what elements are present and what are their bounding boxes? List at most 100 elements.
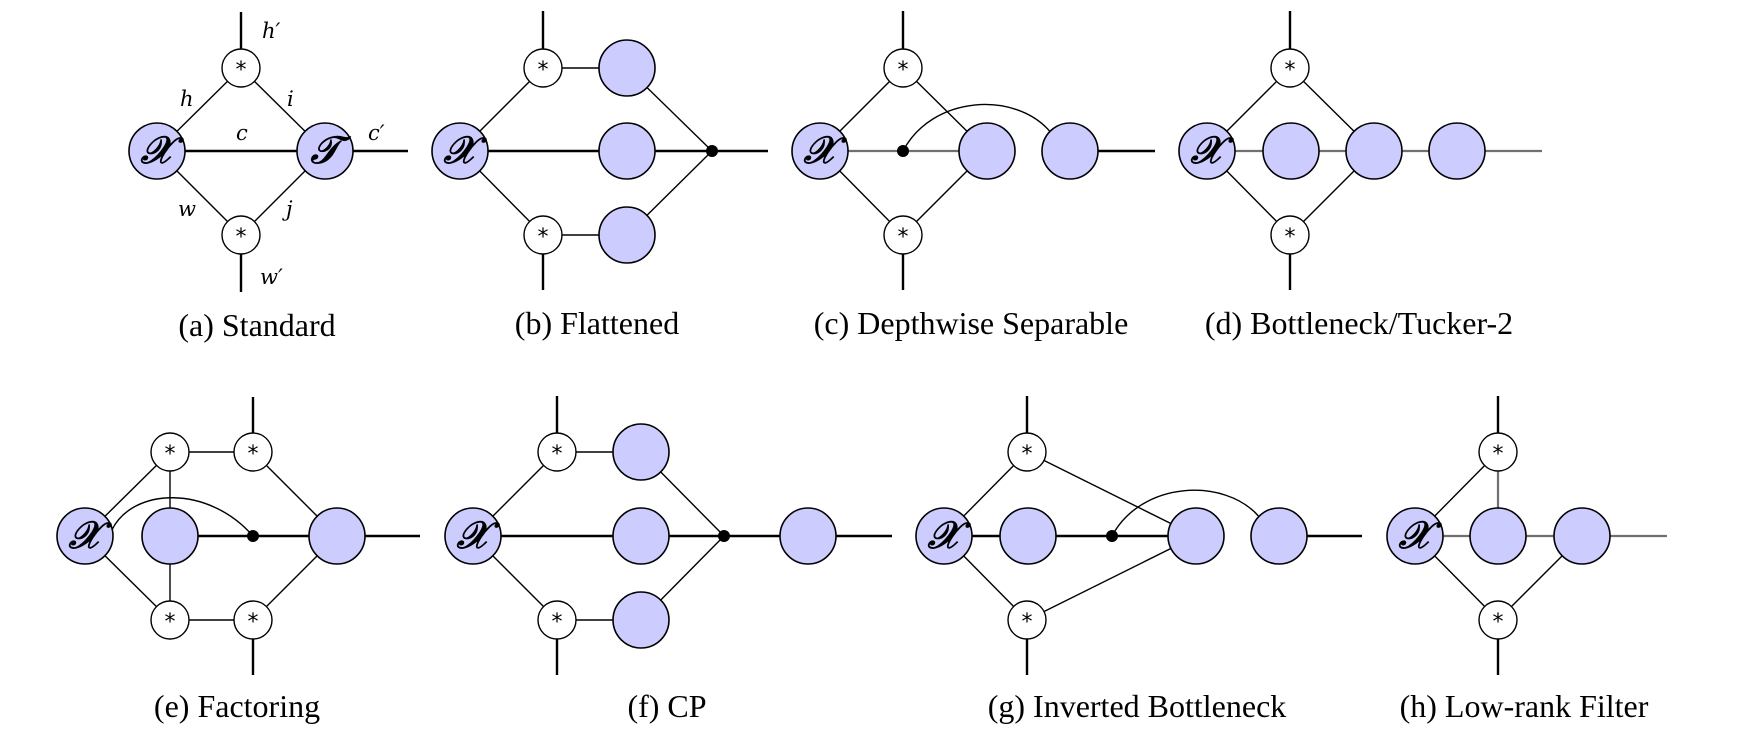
convolution-node: * — [883, 215, 923, 255]
factor-node — [1250, 507, 1308, 565]
convolution-node: * — [523, 48, 563, 88]
factor-node — [958, 122, 1016, 180]
factor-node — [612, 423, 670, 481]
factor-circle — [612, 591, 670, 649]
asterisk-icon: * — [165, 442, 176, 467]
index-label-c-prime: c′ — [368, 121, 385, 145]
factor-node — [308, 507, 366, 565]
convolution-node: * — [1270, 215, 1310, 255]
captions-layer: (a) Standard (b) Flattened (c) Depthwise… — [154, 305, 1649, 724]
hyperedge-dot — [718, 530, 730, 542]
panel-d-nodes: 𝒳 * * — [1178, 48, 1486, 255]
contraction-edge — [1026, 451, 1197, 537]
convolution-node: * — [233, 432, 273, 472]
convolution-circle — [523, 48, 563, 88]
factor-node — [598, 122, 656, 180]
asterisk-icon: * — [898, 225, 909, 250]
factor-circle — [598, 122, 656, 180]
convolution-circle — [221, 48, 261, 88]
factor-circle — [431, 122, 489, 180]
factor-node — [1428, 122, 1486, 180]
asterisk-icon: * — [236, 225, 247, 250]
convolution-circle — [1478, 600, 1518, 640]
convolution-node: * — [1270, 48, 1310, 88]
asterisk-icon: * — [552, 610, 563, 635]
factor-node — [1553, 507, 1611, 565]
asterisk-icon: * — [1022, 442, 1033, 467]
convolution-node: * — [883, 48, 923, 88]
factor-circle — [915, 507, 973, 565]
factor-circle — [1167, 507, 1225, 565]
factor-node — [1041, 122, 1099, 180]
factor-circle — [1386, 507, 1444, 565]
factor-node — [999, 507, 1057, 565]
factor-node — [141, 507, 199, 565]
asterisk-icon: * — [538, 225, 549, 250]
convolution-circle — [883, 48, 923, 88]
tensor-node-X: 𝒳 — [1178, 122, 1236, 180]
asterisk-icon: * — [248, 610, 259, 635]
asterisk-icon: * — [236, 58, 247, 83]
convolution-circle — [537, 432, 577, 472]
index-label-w-prime: w′ — [260, 265, 283, 289]
panel-f-nodes: 𝒳 * * — [444, 423, 837, 649]
asterisk-icon: * — [1022, 610, 1033, 635]
tensor-node-T: 𝒯 — [296, 122, 354, 180]
factor-node — [598, 39, 656, 97]
index-label-w: w — [178, 197, 196, 221]
caption-cp: (f) CP — [627, 688, 706, 724]
factor-circle — [598, 39, 656, 97]
contraction-edge — [1026, 535, 1197, 621]
factor-node — [1262, 122, 1320, 180]
factor-circle — [1178, 122, 1236, 180]
asterisk-icon: * — [1285, 225, 1296, 250]
tensor-node-X: 𝒳 — [444, 507, 502, 565]
factor-circle — [791, 122, 849, 180]
panel-a-nodes: 𝒳 𝒯 * * — [128, 48, 354, 255]
factor-circle — [1262, 122, 1320, 180]
convolution-circle — [1478, 432, 1518, 472]
factor-circle — [444, 507, 502, 565]
hyperedge-dot — [247, 530, 259, 542]
convolution-node: * — [1007, 600, 1047, 640]
hyperedge-dot — [1106, 530, 1118, 542]
factor-circle — [1345, 122, 1403, 180]
convolution-circle — [221, 215, 261, 255]
factor-node — [598, 206, 656, 264]
caption-flattened: (b) Flattened — [515, 305, 679, 341]
factor-circle — [779, 507, 837, 565]
convolution-node: * — [1478, 432, 1518, 472]
caption-factoring: (e) Factoring — [154, 688, 320, 724]
tensor-node-X: 𝒳 — [1386, 507, 1444, 565]
caption-bottleneck-tucker2: (d) Bottleneck/Tucker-2 — [1205, 305, 1513, 341]
panel-h — [1414, 396, 1667, 675]
index-labels-layer: h′ h i c c′ w j w′ — [178, 19, 385, 289]
factor-circle — [308, 507, 366, 565]
panel-e-nodes: 𝒳**** — [56, 432, 366, 640]
tensor-node-X: 𝒳 — [431, 122, 489, 180]
factor-node — [1345, 122, 1403, 180]
tensor-node-X: 𝒳 — [128, 122, 186, 180]
index-label-i: i — [287, 87, 294, 111]
index-label-h-prime: h′ — [262, 19, 281, 43]
factor-circle — [141, 507, 199, 565]
asterisk-icon: * — [1493, 442, 1504, 467]
convolution-node: * — [150, 432, 190, 472]
factor-circle — [612, 507, 670, 565]
asterisk-icon: * — [1493, 610, 1504, 635]
convolution-circle — [1007, 432, 1047, 472]
asterisk-icon: * — [552, 442, 563, 467]
convolution-node: * — [537, 432, 577, 472]
caption-depthwise-separable: (c) Depthwise Separable — [814, 305, 1129, 341]
convolution-circle — [523, 215, 563, 255]
contraction-arc — [902, 103, 1051, 152]
panel-h-nodes: 𝒳 * * — [1386, 432, 1611, 640]
factor-circle — [1428, 122, 1486, 180]
convolution-node: * — [1007, 432, 1047, 472]
tensor-node-X: 𝒳 — [56, 507, 114, 565]
asterisk-icon: * — [248, 442, 259, 467]
factor-circle — [958, 122, 1016, 180]
factor-node — [612, 591, 670, 649]
